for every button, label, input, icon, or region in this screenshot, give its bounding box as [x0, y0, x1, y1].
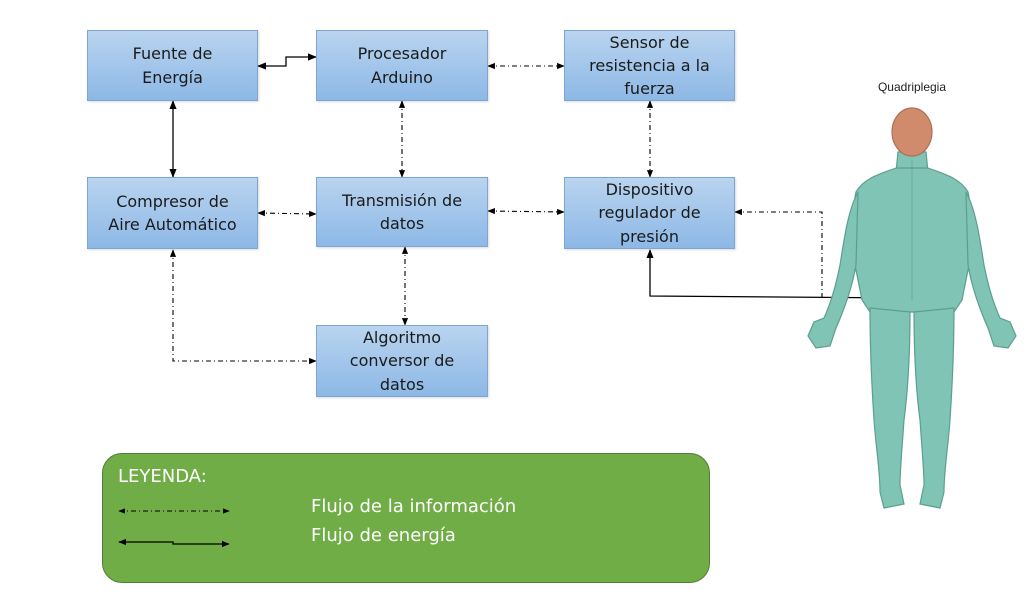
- body-head: [891, 107, 933, 157]
- legend-info-label: Flujo de la información: [311, 496, 517, 517]
- box-sensor-resistencia: Sensor de resistencia a la fuerza: [564, 30, 735, 101]
- arrow-fuente-procesador: [257, 53, 317, 70]
- box-procesador-arduino-label: Procesador Arduino: [357, 44, 447, 87]
- human-body-figure: [807, 107, 1017, 509]
- legend-title: LEYENDA:: [118, 466, 207, 487]
- box-fuente-energia: Fuente de Energía: [87, 30, 258, 101]
- legend-box: LEYENDA: Flujo de la información Flujo d…: [102, 453, 710, 583]
- box-algoritmo-conversor: Algoritmo conversor de datos: [316, 325, 488, 397]
- legend-energy-line: [118, 538, 230, 548]
- arrow-compresor-algoritmo: [169, 249, 317, 365]
- box-transmision-datos: Transmisión de datos: [316, 177, 488, 247]
- box-dispositivo-regulador: Dispositivo regulador de presión: [564, 177, 735, 249]
- box-transmision-datos-label: Transmisión de datos: [341, 190, 463, 233]
- legend-samples: [118, 508, 230, 548]
- box-compresor-aire-label: Compresor de Aire Automático: [108, 191, 237, 234]
- box-sensor-resistencia-label: Sensor de resistencia a la fuerza: [589, 32, 710, 99]
- arrow-dispositivo-cuerpo: [646, 249, 911, 302]
- arrow-compresor-transmision: [257, 210, 317, 217]
- legend-energy-label: Flujo de energía: [311, 525, 456, 546]
- figure-title: Quadriplegia: [877, 80, 947, 94]
- arrow-transmision-dispositivo: [487, 208, 565, 215]
- box-fuente-energia-label: Fuente de Energía: [132, 44, 213, 87]
- arrow-cuerpo-dispositivo: [734, 208, 823, 298]
- box-algoritmo-conversor-label: Algoritmo conversor de datos: [349, 328, 455, 394]
- box-dispositivo-regulador-label: Dispositivo regulador de presión: [598, 180, 701, 246]
- box-compresor-aire: Compresor de Aire Automático: [87, 177, 258, 249]
- box-procesador-arduino: Procesador Arduino: [316, 30, 488, 101]
